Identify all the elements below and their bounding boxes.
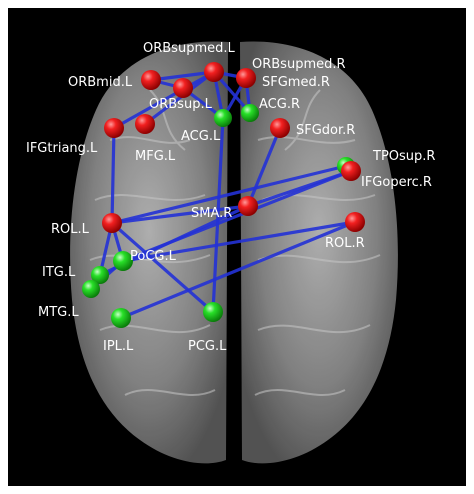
node-ORBsupmed.R [236,68,256,88]
node-label-ROL.L: ROL.L [51,222,90,237]
node-label-ORBsup.L: ORBsup.L [149,97,213,112]
node-label-SFGmed.R: SFGmed.R [262,75,330,90]
node-label-SFGdor.R: SFGdor.R [296,123,355,138]
edge-ORBmid.L-ORBsupmed.L [149,70,216,82]
edge-SFGdor.R-SMA.R [246,126,282,208]
right-hemisphere [240,41,398,464]
node-label-MTG.L: MTG.L [38,305,79,320]
node-MTG.L [82,280,100,298]
node-IFGoperc.R [341,161,361,181]
node-ORBsup.L [173,78,193,98]
node-label-IFGoperc.R: IFGoperc.R [361,175,432,190]
node-PoCG.L [113,251,133,271]
node-label-ACG.R: ACG.R [259,97,300,112]
edge-SMA.R-ROL.L [110,204,250,225]
node-MFG.L [135,114,155,134]
edge-ROL.R-IPL.L [119,220,357,320]
node-label-IPL.L: IPL.L [103,339,134,354]
node-label-PoCG.L: PoCG.L [130,249,177,264]
node-label-ORBsupmed.R: ORBsupmed.R [252,57,346,72]
node-ROL.R [345,212,365,232]
node-label-ACG.L: ACG.L [181,129,221,144]
node-SFGdor.R [270,118,290,138]
node-SMA.R [238,196,258,216]
edge-IFGtriang.L-ORBsupmed.L [112,70,216,130]
node-label-PCG.L: PCG.L [188,339,227,354]
edge-ROL.L-PCG.L [110,221,215,314]
node-label-ORBsupmed.L: ORBsupmed.L [143,41,235,56]
node-label-ITG.L: ITG.L [42,265,76,280]
node-ORBmid.L [141,70,161,90]
edge-ORBsupmed.L-MFG.L [143,70,216,126]
node-label-MFG.L: MFG.L [135,149,176,164]
label-layer: ORBsupmed.L ORBsupmed.R ORBmid.L SFGmed.R OR… [26,41,435,354]
node-layer [82,62,365,328]
node-ACG.R [241,104,259,122]
node-label-IFGtriang.L: IFGtriang.L [26,141,98,156]
node-IPL.L [111,308,131,328]
edge-TPOsup.R-ROL.L [110,164,348,225]
node-ITG.L [91,266,109,284]
node-IFGtriang.L [104,118,124,138]
node-label-ROL.R: ROL.R [325,236,365,251]
edge-ROL.R-PoCG.L [121,220,357,263]
node-label-TPOsup.R: TPOsup.R [372,149,435,164]
node-PCG.L [203,302,223,322]
edge-PCG.L-ACG.L [211,116,225,314]
node-ACG.L [214,109,232,127]
edge-IFGtriang.L-ROL.L [110,126,116,225]
node-ROL.L [102,213,122,233]
node-label-SMA.R: SMA.R [191,206,232,221]
node-ORBsupmed.L [204,62,224,82]
edge-IFGoperc.R-SMA.R [246,169,353,208]
node-label-ORBmid.L: ORBmid.L [68,75,133,90]
